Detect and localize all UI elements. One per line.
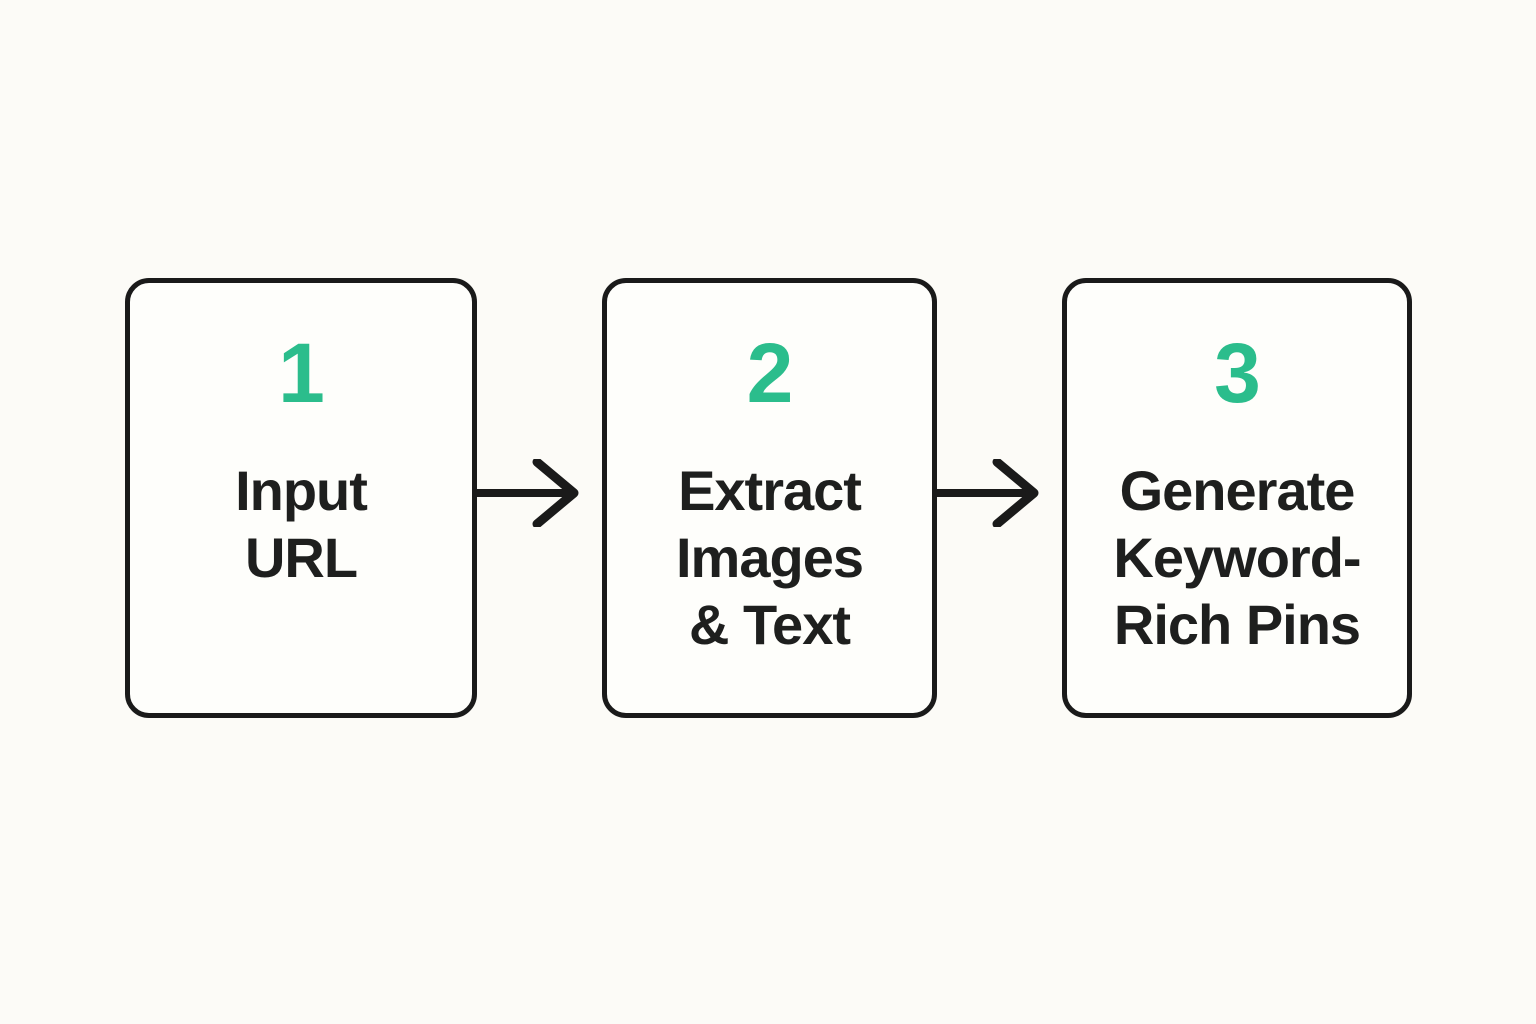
step-label-2-line-1: Extract xyxy=(678,459,862,522)
step-label-3-line-3: Rich Pins xyxy=(1113,593,1361,657)
step-label-1-line-2: URL xyxy=(244,526,358,590)
step-label-2-line-2: Images xyxy=(676,526,864,590)
step-number-3: 3 xyxy=(1214,326,1261,420)
arrow-right-icon xyxy=(937,459,1039,527)
step-label-3-line-2: Keyword- xyxy=(1113,526,1361,590)
step-number-2: 2 xyxy=(746,326,794,420)
step-box-2: 2 Extract Images & Text xyxy=(602,278,937,718)
step-label-1-line-1: Input xyxy=(235,459,368,522)
step-label-2: Extract Images & Text xyxy=(676,457,864,659)
step-label-3: Generate Keyword- Rich Pins xyxy=(1113,457,1361,659)
arrow-right-icon xyxy=(477,459,579,527)
arrow-head xyxy=(532,459,579,527)
step-number-1: 1 xyxy=(278,326,325,420)
step-label-1: Input URL xyxy=(235,457,368,591)
step-box-3: 3 Generate Keyword- Rich Pins xyxy=(1062,278,1412,718)
step-box-1: 1 Input URL xyxy=(125,278,477,718)
step-label-3-line-1: Generate xyxy=(1119,459,1356,522)
arrow-head xyxy=(992,459,1039,527)
step-label-2-line-3: & Text xyxy=(689,593,851,657)
